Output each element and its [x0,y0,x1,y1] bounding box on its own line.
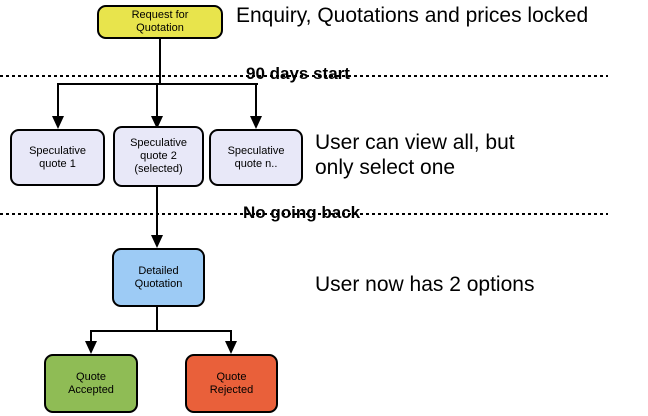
edge-options-left [90,330,92,341]
node-request-for-quotation: Request for Quotation [97,5,223,39]
node-speculative-quote-2-selected: Speculative quote 2 (selected) [113,126,204,187]
arrowhead-down-icon [52,116,64,129]
annotation-prices-locked: Enquiry, Quotations and prices locked [236,4,589,27]
annotation-no-going-back: No going back [243,203,361,222]
edge-request-to-branch [159,39,161,84]
node-speculative-quote-n: Speculative quote n.. [209,129,303,186]
arrowhead-down-icon [225,341,237,354]
annotation-two-options: User now has 2 options [315,273,535,296]
phase-divider-line-top [0,75,608,77]
edge-branch-left [57,83,59,116]
edge-spec2-to-detailed [156,187,158,235]
arrowhead-down-icon [151,235,163,248]
edge-detailed-to-branch [156,307,158,332]
arrowhead-down-icon [250,116,262,129]
arrowhead-down-icon [151,116,163,129]
node-quote-accepted: Quote Accepted [44,354,138,413]
edge-branch-right [255,83,257,116]
phase-divider-line-bottom [0,213,608,215]
node-quote-rejected: Quote Rejected [185,354,278,413]
edge-options-right [230,330,232,341]
edge-branch-middle [156,83,158,116]
edge-options-horizontal [90,330,232,332]
node-speculative-quote-1: Speculative quote 1 [10,129,105,186]
node-detailed-quotation: Detailed Quotation [112,248,205,307]
arrowhead-down-icon [85,341,97,354]
annotation-90-days-start: 90 days start [246,64,350,83]
annotation-view-all: User can view all, but only select one [315,131,515,179]
